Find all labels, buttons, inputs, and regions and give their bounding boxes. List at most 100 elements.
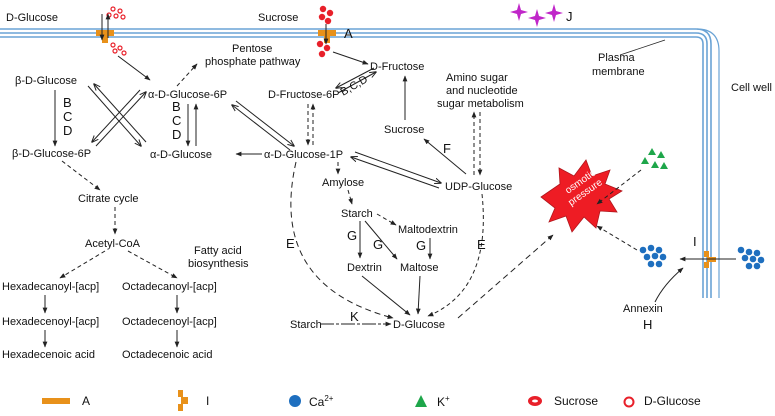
acetyl-to-octadecanoyl-arrow [127, 250, 178, 279]
amino-sugar-label-2: and nucleotide [446, 85, 518, 97]
pentose-label-2: phosphate pathway [205, 56, 301, 68]
acetyl-coa-label: Acetyl-CoA [85, 238, 141, 250]
glc1p-to-glc6p-arrow [232, 105, 291, 151]
octadecenoic-acid-label: Octadecenoic acid [122, 349, 213, 361]
legend-calcium-sup: 2+ [324, 394, 334, 403]
plasma-membrane [0, 28, 720, 298]
potassium-cluster [641, 148, 668, 169]
alpha-glucose-1p-label: α-D-Glucose-1P [264, 149, 343, 161]
enzyme-k-label: K [350, 309, 359, 324]
beta-glc6p-to-citrate-arrow [61, 160, 101, 191]
j-stars [510, 3, 563, 27]
hexadecenoyl-label: Hexadecenoyl-[acp] [2, 316, 99, 328]
enzyme-c-left: C [63, 109, 72, 124]
transporter-i-label: I [693, 234, 697, 249]
legend-potassium-sup: + [445, 394, 450, 403]
maltose-to-glucose-arrow [415, 275, 421, 315]
legend-i-swatch [178, 390, 188, 411]
annexin-label: Annexin [623, 303, 663, 315]
alpha-glucose-6p-label: α-D-Glucose-6P [148, 89, 227, 101]
legend-sucrose-swatch [528, 396, 542, 406]
cross-arrow-4 [92, 89, 141, 142]
fatty-acid-label-2: biosynthesis [188, 258, 249, 270]
udp-to-glc1p-arrow [351, 157, 440, 189]
legend-d-glucose-label: D-Glucose [644, 394, 701, 408]
pentose-label-1: Pentose [232, 43, 272, 55]
maltose-label: Maltose [400, 262, 439, 274]
enzyme-g-3: G [416, 238, 426, 253]
sucrose-intracellular-label: Sucrose [384, 124, 424, 136]
dextrin-to-glucose-arrow [361, 275, 411, 316]
enzyme-b-center: B [172, 99, 181, 114]
plasma-membrane-label-2: membrane [592, 66, 645, 78]
d-glucose-cluster-outside [106, 6, 126, 20]
plasma-membrane-label-1: Plasma [598, 52, 636, 64]
enzyme-e-right: E [477, 237, 486, 252]
j-label: J [566, 9, 573, 24]
udp-to-glucose-dashed-e [427, 193, 484, 317]
plasma-membrane-pointer [619, 39, 666, 56]
legend-potassium-text: K [437, 395, 446, 409]
fatty-acid-label-1: Fatty acid [194, 245, 242, 257]
citrate-cycle-label: Citrate cycle [78, 193, 139, 205]
legend-calcium-swatch [289, 395, 301, 407]
transporter-a-glucose [96, 30, 114, 43]
enzyme-g-2: G [373, 237, 383, 252]
legend-i-label: I [206, 394, 210, 408]
amino-sugar-label-3: sugar metabolism [437, 98, 524, 110]
glc1p-to-glucose-dashed-e [290, 161, 394, 319]
legend-calcium-text: Ca [309, 395, 325, 409]
starch-to-maltodextrin-arrow [376, 213, 397, 226]
cross-arrow-2 [94, 84, 147, 143]
enzyme-f-label: F [443, 141, 451, 156]
legend-potassium-swatch [415, 395, 427, 407]
beta-glucose-6p-label: β-D-Glucose-6P [12, 148, 91, 160]
calcium-to-osmotic-arrow [596, 225, 638, 251]
legend-sucrose-label: Sucrose [554, 394, 599, 408]
transporter-a-label: A [344, 26, 353, 41]
enzyme-g-1: G [347, 228, 357, 243]
enzyme-c-center: C [172, 113, 181, 128]
annexin-h-label: H [643, 317, 652, 332]
octadecenoyl-label: Octadecenoyl-[acp] [122, 316, 217, 328]
legend-d-glucose-swatch [623, 396, 635, 408]
glucose-to-glc6p-arrow [117, 55, 151, 81]
alpha-glucose-label: α-D-Glucose [150, 149, 212, 161]
enzyme-bcd-diagonal: B,C,D [339, 74, 370, 99]
amino-sugar-label-1: Amino sugar [446, 72, 508, 84]
sucrose-cluster-outside [318, 5, 334, 25]
starch-to-maltose-arrow [364, 220, 398, 260]
enzyme-d-left: D [63, 123, 72, 138]
enzyme-d-center: D [172, 127, 181, 142]
glc6p-to-glc1p-arrow [235, 100, 294, 146]
fructose-6p-label: D-Fructose-6P [268, 89, 340, 101]
cross-arrow-3 [95, 92, 146, 147]
octadecanoyl-label: Octadecanoyl-[acp] [122, 281, 217, 293]
hexadecenoic-acid-label: Hexadecenoic acid [2, 349, 95, 361]
d-glucose-product-label: D-Glucose [393, 319, 445, 331]
acetyl-to-hexadecanoyl-arrow [59, 250, 106, 279]
enzyme-e-left: E [286, 236, 295, 251]
dextrin-label: Dextrin [347, 262, 382, 274]
udp-glucose-label: UDP-Glucose [445, 181, 512, 193]
potassium-to-osmotic-arrow [596, 169, 642, 205]
amylose-to-starch-arrow [347, 189, 353, 205]
osmotic-pressure-burst: osmotic pressure [540, 159, 623, 233]
annexin-arrow [654, 267, 684, 303]
glucose-to-osmotic-arrow [457, 234, 554, 319]
legend-a-swatch [42, 398, 70, 404]
glc1p-to-udp-arrow [354, 151, 441, 183]
starch-bottom-label: Starch [290, 319, 322, 331]
beta-glucose-label: β-D-Glucose [15, 75, 77, 87]
udp-to-sucrose-arrow [423, 138, 467, 175]
d-glucose-cluster-inside [110, 42, 127, 56]
calcium-external-cluster [737, 246, 765, 270]
fructose-to-f6p-arrow [336, 67, 375, 88]
sucrose-cluster-inside [316, 40, 331, 58]
legend-a-label: A [82, 394, 91, 408]
d-fructose-label: D-Fructose [370, 61, 424, 73]
enzyme-b-left: B [63, 95, 72, 110]
legend-potassium-label: K+ [437, 394, 450, 409]
maltodextrin-label: Maltodextrin [398, 224, 458, 236]
